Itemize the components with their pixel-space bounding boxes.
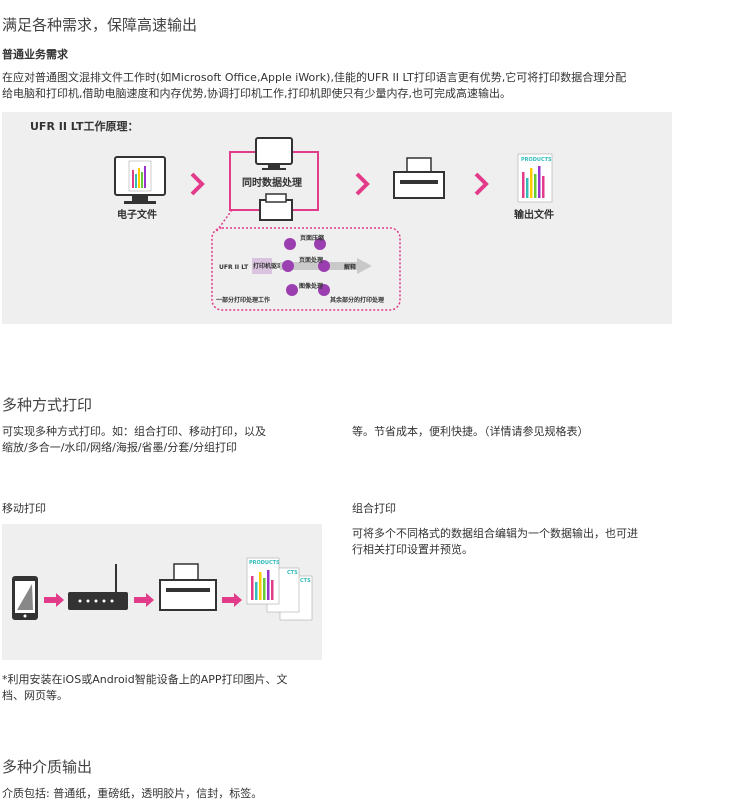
section-body-line1: 在应对普通图文混排文件工作时(如Microsoft Office,Apple i… [2,71,627,84]
section-subtitle-general: 普通业务需求 [2,48,68,61]
label-bubble-bot: 图像处理 [299,282,323,290]
label-bottom-left: 一部分打印处理工作 [216,296,270,304]
arrow-icon [474,172,489,196]
arrow-icon [355,172,370,196]
mobile-print-diagram: CTS CTS PRODUCTS [2,524,322,660]
products-partial-2: CTS [287,570,298,576]
print-modes-left-line1: 可实现多种方式打印。如：组合打印、移动打印，以及 [2,425,266,438]
printer-icon [393,157,445,199]
label-document: 电子文件 [117,208,157,221]
section-body-line2: 给电脑和打印机,借助电脑速度和内存优势,协调打印机工作,打印机即使只有少量内存,… [2,87,511,100]
section-title-high-speed: 满足各种需求，保障高速输出 [2,16,198,34]
label-bubble-top: 页面压缩 [300,234,324,242]
arrow-icon [44,593,64,607]
arrow-icon [134,593,154,607]
label-decode: 解释 [344,263,357,271]
monitor-icon [255,137,293,170]
products-partial-1: CTS [300,578,311,584]
print-modes-left-line2: 缩放/多合一/水印/网络/海报/省墨/分套/分组打印 [2,441,237,454]
arrow-icon [190,172,205,196]
monitor-icon [114,156,166,204]
label-bubble-mid: 页面处理 [299,256,323,264]
products-label: PRODUCTS [521,157,552,163]
label-ufr: UFR II LT [219,264,249,271]
printer-icon [259,193,293,221]
label-print-data: 打印机驱动 [253,262,283,270]
mobile-note-line2: 档、网页等。 [2,689,68,702]
print-modes-right-line1: 等。节省成本，便利快捷。（详情请参见规格表） [352,425,589,438]
section-title-print-modes: 多种方式打印 [2,396,93,414]
combo-print-line2: 行相关打印设置并预览。 [352,543,473,556]
label-process: 同时数据处理 [242,176,302,189]
output-document-icon: PRODUCTS [517,153,553,203]
router-icon [68,564,128,610]
products-label: PRODUCTS [249,560,280,566]
combo-print-title: 组合打印 [352,502,396,515]
ufr-diagram-svg: UFR II LT工作原理： 电子文件 同时数据处理 [30,119,554,311]
mobile-print-title: 移动打印 [2,502,46,515]
media-body: 介质包括: 普通纸，重磅纸，透明胶片，信封，标签。 [2,787,263,800]
ufr-diagram-title: UFR II LT工作原理： [30,119,138,133]
combo-print-line1: 可将多个不同格式的数据组合编辑为一个数据输出，也可进 [352,527,638,540]
printer-icon [159,563,217,611]
section-title-media: 多种介质输出 [2,758,93,776]
label-bottom-right: 其余部分的打印处理 [330,296,384,304]
output-documents-icon: CTS CTS PRODUCTS [246,557,313,621]
label-output: 输出文件 [514,208,554,221]
arrow-icon [222,593,242,607]
tablet-icon [12,576,38,620]
mobile-note-line1: *利用安装在iOS或Android智能设备上的APP打印图片、文 [2,673,288,686]
ufr-diagram: UFR II LT工作原理： 电子文件 同时数据处理 [2,112,672,324]
mobile-diagram-svg: CTS CTS PRODUCTS [12,557,313,621]
